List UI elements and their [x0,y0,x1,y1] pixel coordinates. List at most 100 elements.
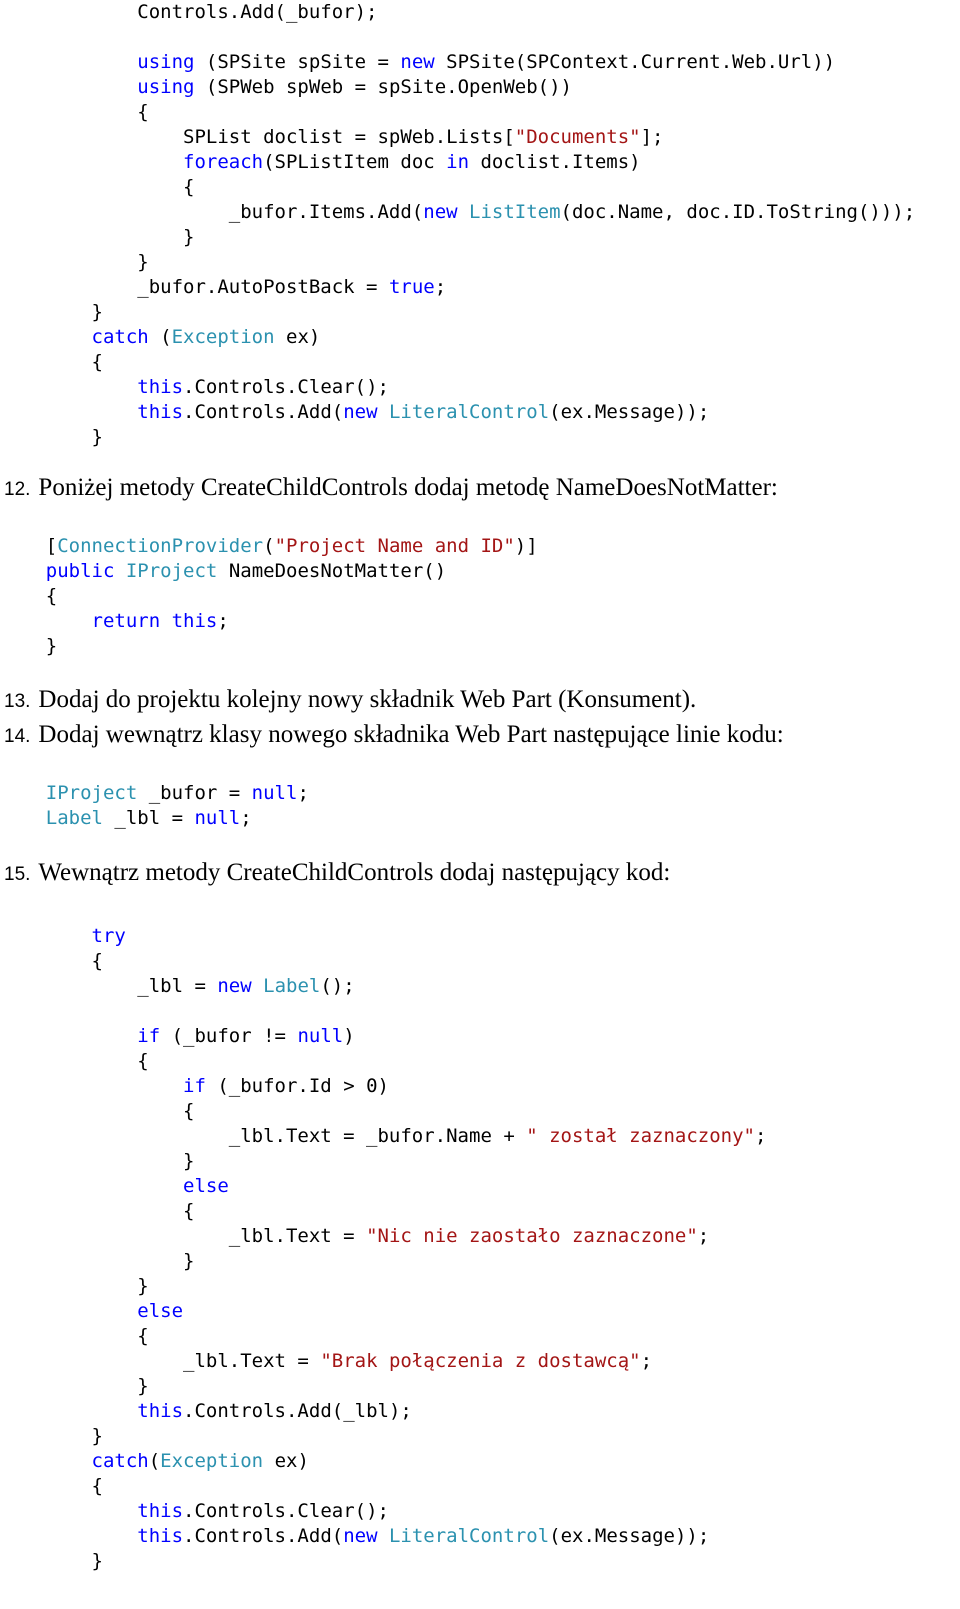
step-13: 13.Dodaj do projektu kolejny nowy składn… [4,685,696,715]
code-text: } [91,1425,103,1447]
code-line: catch (Exception ex) [0,325,915,350]
code-keyword: using [137,76,195,98]
code-line: if (_bufor != null) [0,1024,766,1049]
code-text: } [183,1250,195,1272]
code-text: } [137,251,149,273]
code-indent [0,925,92,947]
code-line: { [0,1049,766,1074]
code-line [0,999,766,1024]
code-text: Controls.Add(_bufor); [137,1,378,23]
step-number: 14. [4,726,31,747]
code-indent [0,1250,183,1272]
code-type: LiteralControl [388,1525,550,1547]
step-text: Wewnątrz metody CreateChildControls doda… [38,859,671,886]
step-text: Poniżej metody CreateChildControls dodaj… [38,474,778,501]
code-type: Exception [160,1450,264,1472]
code-text: _lbl.Text = _bufor.Name + [228,1125,527,1147]
code-text [114,560,125,582]
code-line: } [0,225,915,250]
code-text: .Controls.Add( [183,1525,344,1547]
code-text: ; [640,1350,653,1372]
step-number: 15. [4,864,31,885]
code-line: } [0,250,915,275]
code-text: } [137,1275,149,1297]
code-text: ) [343,1025,355,1047]
code-indent [0,176,183,198]
code-line: { [0,1099,766,1124]
code-text: ]; [640,126,664,148]
code-indent [0,51,137,73]
code-indent [0,326,92,348]
code-text: ( [148,1450,161,1472]
code-indent [0,1400,137,1422]
code-keyword: return [91,610,161,632]
code-keyword: this [137,1500,184,1522]
code-indent [0,1550,92,1572]
code-line: [ConnectionProvider("Project Name and ID… [0,534,538,559]
code-keyword: this [137,1400,184,1422]
code-text: (doc.Name, doc.ID.ToString())); [560,201,916,223]
code-text: _lbl = [137,975,218,997]
code-text: (_bufor.Id > 0) [205,1075,389,1097]
code-text: ; [697,1225,710,1247]
code-block-3: IProject _bufor = null; Label _lbl = nul… [0,781,309,831]
code-text: .Controls.Clear(); [183,1500,389,1522]
code-indent [0,1,137,23]
code-text [378,1525,389,1547]
code-text: SPList doclist = spWeb.Lists[ [183,126,515,148]
code-indent [0,585,46,607]
code-text: } [91,426,103,448]
code-text: (SPSite spSite = [194,51,401,73]
code-line: { [0,350,915,375]
code-line: { [0,175,915,200]
code-indent [0,351,92,373]
code-indent [0,101,137,123]
code-indent [0,950,92,972]
code-text: doclist.Items) [469,151,641,173]
code-indent [0,301,92,323]
code-line: public IProject NameDoesNotMatter() [0,559,538,584]
code-line: this.Controls.Add(new LiteralControl(ex.… [0,1524,766,1549]
code-line: Controls.Add(_bufor); [0,0,915,25]
code-indent [0,426,92,448]
code-line: { [0,1324,766,1349]
code-keyword: this [137,376,184,398]
code-text: )] [514,535,538,557]
code-text: .Controls.Add(_lbl); [183,1400,412,1422]
code-keyword: catch [91,1450,149,1472]
step-14: 14.Dodaj wewnątrz klasy nowego składnika… [4,720,784,750]
code-keyword: this [137,1525,184,1547]
code-indent [0,1275,137,1297]
code-type: Label [263,975,321,997]
code-indent [0,1475,92,1497]
code-text: { [137,1325,149,1347]
code-line: _bufor.Items.Add(new ListItem(doc.Name, … [0,200,915,225]
code-text: } [45,635,58,657]
code-block-1: Controls.Add(_bufor); using (SPSite spSi… [0,0,916,450]
code-text [160,610,171,632]
code-text: _bufor.Items.Add( [228,201,424,223]
code-text: } [183,226,195,248]
code-text: _lbl = [102,807,195,829]
code-line: } [0,634,538,659]
code-indent [0,610,92,632]
code-text: (ex.Message)); [549,1525,710,1547]
code-text: ( [263,535,275,557]
code-indent [0,635,46,657]
code-line: this.Controls.Add(new LiteralControl(ex.… [0,400,915,425]
code-indent [0,1325,137,1347]
code-indent [0,535,46,557]
code-line: } [0,1249,766,1274]
code-line: if (_bufor.Id > 0) [0,1074,766,1099]
code-line: } [0,1424,766,1449]
code-text: } [137,1375,149,1397]
code-indent [0,1425,92,1447]
code-text: ; [434,276,447,298]
code-type: LiteralControl [388,401,550,423]
code-line: _bufor.AutoPostBack = true; [0,275,915,300]
code-keyword: new [400,51,435,73]
code-text: { [91,950,103,972]
code-line: { [0,584,538,609]
code-text: } [183,1150,195,1172]
code-text: _bufor.AutoPostBack = [137,276,389,298]
